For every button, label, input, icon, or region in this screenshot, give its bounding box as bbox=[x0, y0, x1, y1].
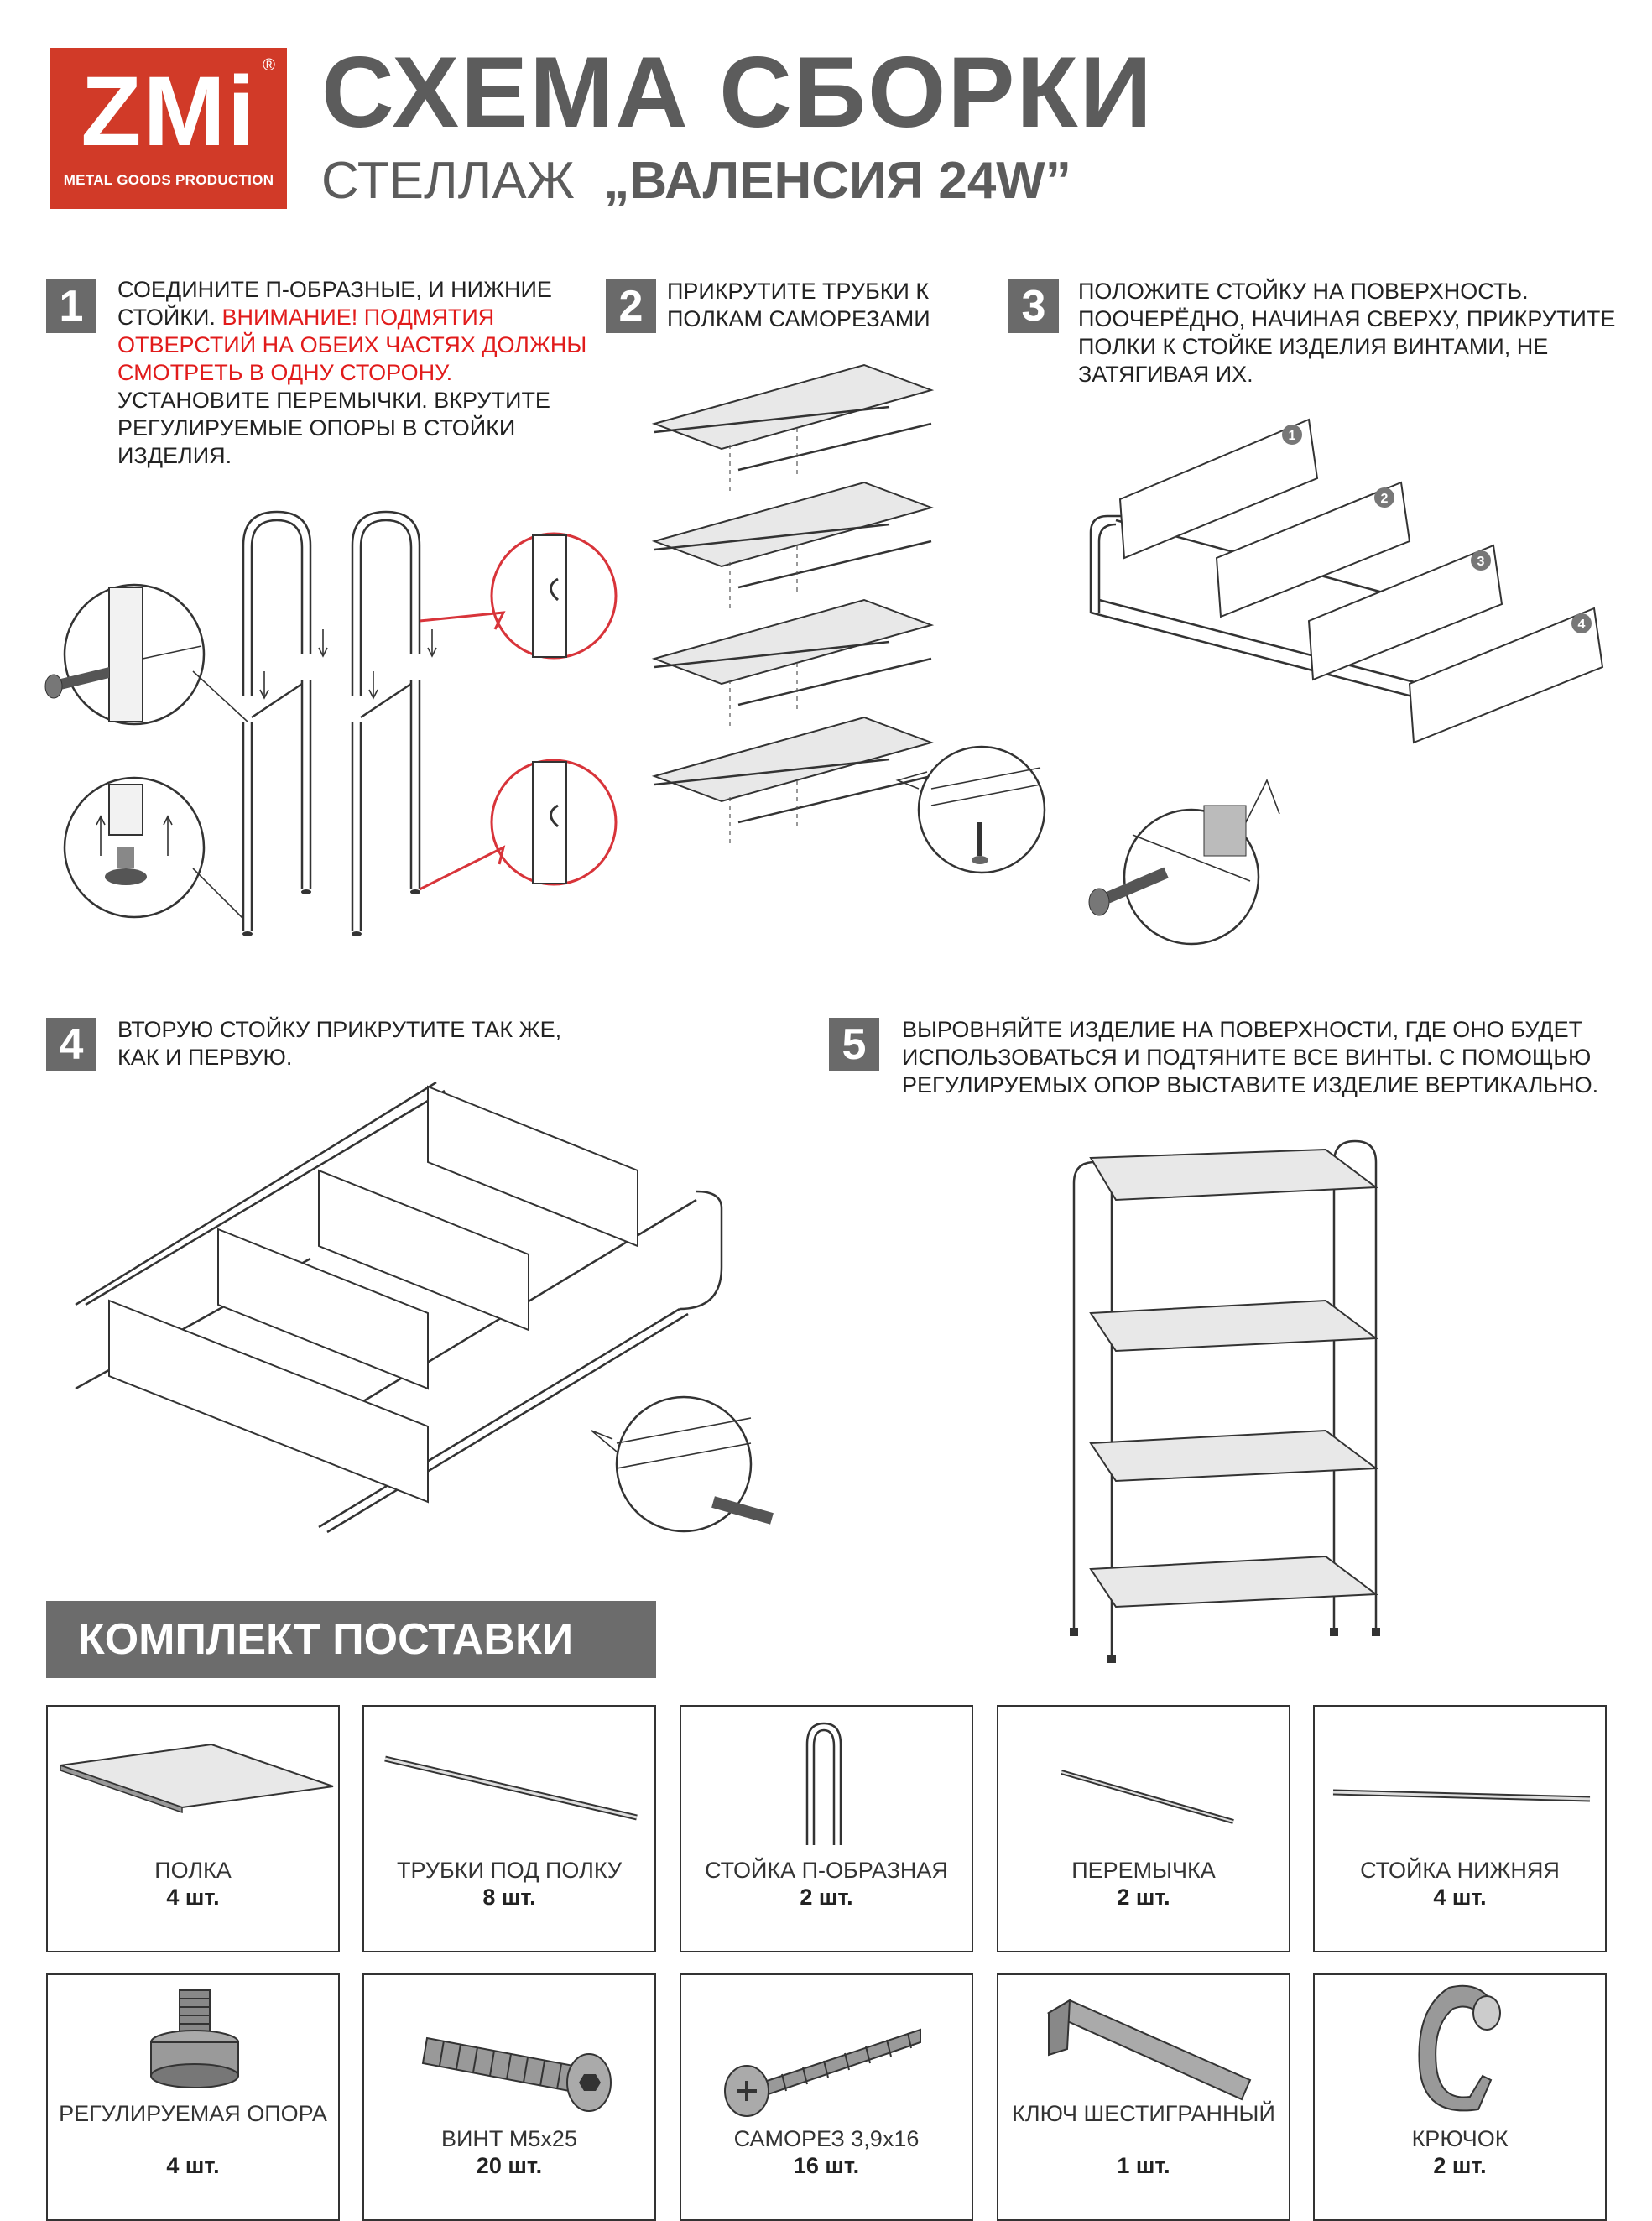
step-4-text: ВТОРУЮ СТОЙКУ ПРИКРУТИТЕ ТАК ЖЕ, КАК И П… bbox=[117, 1017, 562, 1070]
step-5-badge: 5 bbox=[829, 1018, 879, 1071]
shelf-number-1-badge bbox=[1282, 425, 1302, 445]
step-2-text: ПРИКРУТИТЕ ТРУБКИ К ПОЛКАМ САМОРЕЗАМИ bbox=[667, 279, 930, 331]
u-post-right bbox=[351, 510, 421, 696]
step-1-text: СОЕДИНИТЕ П-ОБРАЗНЫЕ, И НИЖНИЕ СТОЙКИ. В… bbox=[117, 276, 600, 470]
kit-item-qty: 4 шт. bbox=[1433, 1885, 1487, 1910]
self-tapping-screw-icon bbox=[724, 2028, 921, 2117]
shelf-number-4-badge bbox=[1571, 613, 1592, 633]
kit-item-crossbar: ПЕРЕМЫЧКА 2 шт. bbox=[997, 1705, 1290, 1952]
kit-item-qty: 1 шт. bbox=[1117, 2153, 1170, 2178]
kit-item-u-post: СТОЙКА П-ОБРАЗНАЯ 2 шт. bbox=[680, 1705, 973, 1952]
kit-item-qty: 16 шт. bbox=[793, 2153, 860, 2178]
step-4-badge: 4 bbox=[46, 1018, 96, 1071]
page-subtitle: СТЕЛЛАЖ „ВАЛЕНСИЯ 24W” bbox=[321, 155, 1071, 207]
kit-section-header: КОМПЛЕКТ ПОСТАВКИ bbox=[46, 1601, 656, 1678]
kit-item-qty: 8 шт. bbox=[482, 1885, 536, 1910]
brand-logo: ZMi ® METAL GOODS PRODUCTION bbox=[50, 48, 287, 209]
kit-item-name: ПЕРЕМЫЧКА bbox=[1071, 1858, 1216, 1883]
kit-item-self-tapping-screw: САМОРЕЗ 3,9х16 16 шт. bbox=[680, 1973, 973, 2221]
kit-item-qty: 2 шт. bbox=[1117, 1885, 1170, 1910]
adjustable-foot-icon bbox=[150, 1989, 239, 2088]
hook-icon bbox=[1418, 1984, 1501, 2112]
step-5-illustration bbox=[1070, 1139, 1380, 1663]
kit-item-shelf: ПОЛКА 4 шт. bbox=[46, 1705, 340, 1952]
lower-post-icon bbox=[1332, 1789, 1591, 1802]
kit-item-hex-key: КЛЮЧ ШЕСТИГРАННЫЙ 1 шт. bbox=[997, 1973, 1290, 2221]
registered-mark: ® bbox=[263, 56, 275, 75]
step-3-text: ПОЛОЖИТЕ СТОЙКУ НА ПОВЕРХНОСТЬ. ПООЧЕРЁД… bbox=[1078, 279, 1616, 387]
kit-item-name: СТОЙКА П-ОБРАЗНАЯ bbox=[705, 1858, 948, 1883]
kit-item-qty: 2 шт. bbox=[1433, 2153, 1487, 2178]
u-post-left bbox=[242, 510, 312, 696]
kit-item-hook: КРЮЧОК 2 шт. bbox=[1313, 1973, 1607, 2221]
kit-item-name: САМОРЕЗ 3,9х16 bbox=[733, 2126, 920, 2151]
kit-item-qty: 4 шт. bbox=[166, 2153, 220, 2178]
step-2-illustration bbox=[651, 363, 1046, 874]
kit-item-name: ПОЛКА bbox=[154, 1858, 232, 1883]
shelf-number-2-badge bbox=[1374, 487, 1394, 508]
kit-item-name: СТОЙКА НИЖНЯЯ bbox=[1360, 1858, 1560, 1883]
shelf-number-2: 2 bbox=[1381, 492, 1389, 506]
crossbar-icon bbox=[1061, 1770, 1234, 1824]
shelf-icon bbox=[60, 1743, 334, 1814]
kit-item-bolt: ВИНТ М5х25 20 шт. bbox=[362, 1973, 656, 2221]
subtitle-product-type: СТЕЛЛАЖ bbox=[321, 152, 575, 210]
step-1-text-intro: СОЕДИНИТЕ П-ОБРАЗНЫЕ, И НИЖНИЕ СТОЙКИ. bbox=[117, 277, 552, 330]
shelf-number-4: 4 bbox=[1578, 618, 1586, 632]
kit-item-tube: ТРУБКИ ПОД ПОЛКУ 8 шт. bbox=[362, 1705, 656, 1952]
kit-item-qty: 20 шт. bbox=[476, 2153, 543, 2178]
kit-item-name: ВИНТ М5х25 bbox=[441, 2126, 577, 2151]
hex-key-icon bbox=[1046, 1999, 1252, 2101]
step-1-warning: ВНИМАНИЕ! ПОДМЯТИЯ ОТВЕРСТИЙ НА ОБЕИХ ЧА… bbox=[117, 305, 587, 385]
page-title: СХЕМА СБОРКИ bbox=[321, 36, 1154, 149]
logo-tagline: METAL GOODS PRODUCTION bbox=[63, 172, 274, 188]
u-post-icon bbox=[805, 1722, 842, 1845]
kit-item-name: РЕГУЛИРУЕМАЯ ОПОРА bbox=[59, 2101, 327, 2126]
step-5-text: ВЫРОВНЯЙТЕ ИЗДЕЛИЕ НА ПОВЕРХНОСТИ, ГДЕ О… bbox=[902, 1017, 1599, 1097]
step-4-illustration bbox=[75, 1081, 774, 1534]
step-1-text-rest: УСТАНОВИТЕ ПЕРЕМЫЧКИ. ВКРУТИТЕ РЕГУЛИРУЕ… bbox=[117, 388, 550, 468]
step-2-badge: 2 bbox=[606, 279, 656, 333]
logo-wordmark: ZMi bbox=[81, 56, 257, 167]
kit-item-adjustable-foot: РЕГУЛИРУЕМАЯ ОПОРА 4 шт. bbox=[46, 1973, 340, 2221]
kit-item-qty: 2 шт. bbox=[800, 1885, 853, 1910]
kit-item-qty: 4 шт. bbox=[166, 1885, 220, 1910]
step-3-badge: 3 bbox=[1008, 279, 1059, 333]
shelf-number-1: 1 bbox=[1289, 429, 1296, 443]
shelf-number-3-badge bbox=[1471, 550, 1491, 571]
kit-item-name: КРЮЧОК bbox=[1411, 2126, 1509, 2151]
subtitle-product-name: „ВАЛЕНСИЯ 24W” bbox=[603, 152, 1071, 210]
shelf-number-3: 3 bbox=[1477, 555, 1485, 569]
step-1-illustration bbox=[44, 510, 618, 936]
kit-item-name: КЛЮЧ ШЕСТИГРАННЫЙ bbox=[1012, 2101, 1275, 2126]
bolt-icon bbox=[421, 2036, 612, 2112]
step-1-badge: 1 bbox=[46, 279, 96, 333]
tube-icon bbox=[384, 1755, 638, 1821]
kit-item-lower-post: СТОЙКА НИЖНЯЯ 4 шт. bbox=[1313, 1705, 1607, 1952]
step-3-illustration: 1 2 3 4 bbox=[1088, 418, 1604, 946]
kit-item-name: ТРУБКИ ПОД ПОЛКУ bbox=[396, 1858, 623, 1883]
